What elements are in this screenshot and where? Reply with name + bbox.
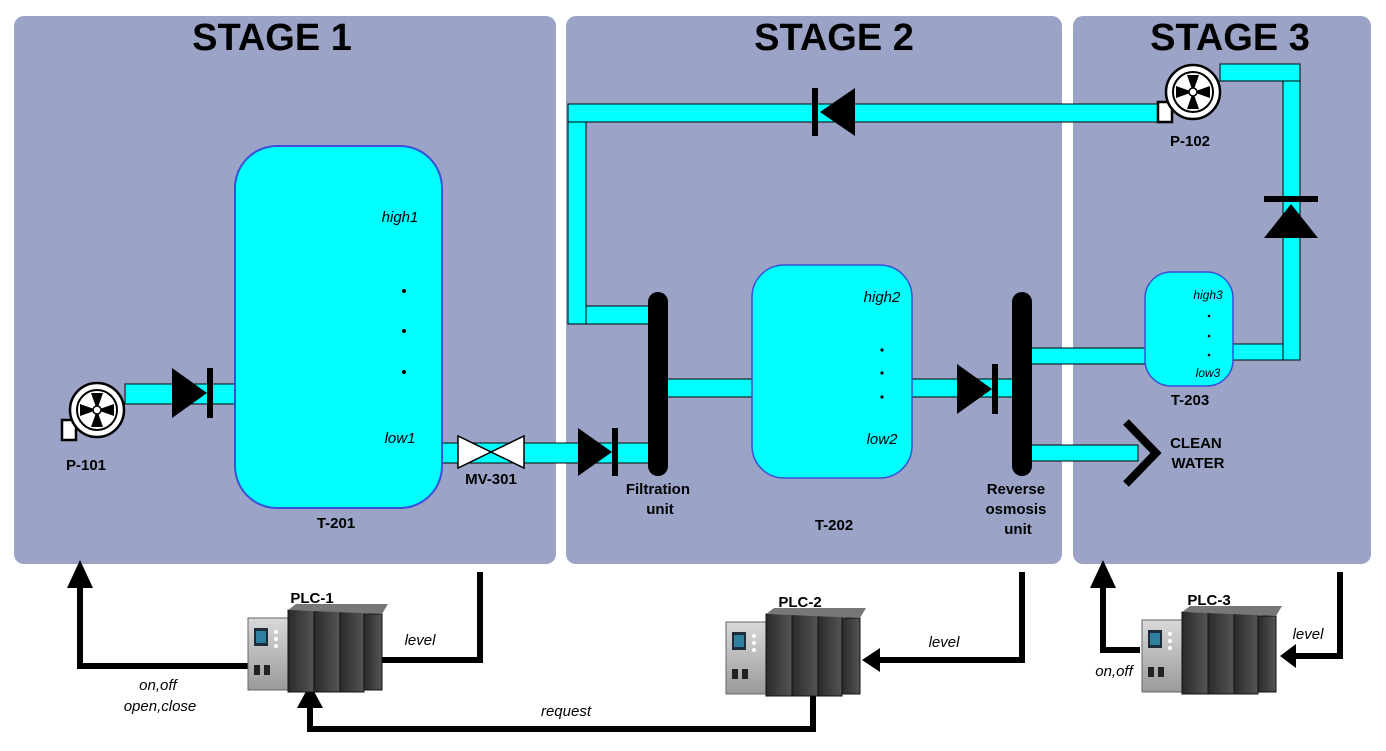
tank-t202-low: low2 [867,431,899,448]
arrow-head-icon [862,648,880,672]
request-signal: request [541,703,592,720]
plc3-icon[interactable] [1141,605,1283,695]
pump-p102-label: P-102 [1170,133,1210,150]
level-dot [880,395,884,399]
tank-t201-high: high1 [382,209,419,226]
arrow-head-icon [297,684,323,708]
clean-water-label: CLEAN WATER [1170,435,1226,472]
reverse-osmosis-unit-label: Reverse osmosis unit [985,481,1050,538]
tank-t202-label: T-202 [815,517,853,534]
tank-t203 [1144,271,1234,387]
plc2-icon[interactable] [725,607,867,697]
tank-t202 [751,264,913,479]
manual-valve-mv301-icon[interactable] [457,434,525,470]
clean-water-arrow-icon [1123,419,1162,487]
arrow-head-icon [1280,644,1296,668]
arrow-head-icon [1090,560,1116,588]
tank-t203-high: high3 [1193,288,1223,302]
level-dot [402,289,406,293]
check-valve-icon [578,428,618,476]
plc1-label: PLC-1 [290,590,333,607]
level-dot [1207,314,1211,318]
level-dot [880,348,884,352]
control-lines [77,572,1343,732]
tank-t202-high: high2 [864,289,901,306]
level-dot [402,370,406,374]
level-dot [402,329,406,333]
tank-t203-label: T-203 [1171,392,1209,409]
pump-p101-label: P-101 [66,457,106,474]
plc2-level-signal: level [929,634,961,651]
level-dot [1207,334,1211,338]
valve-mv301-label: MV-301 [465,471,517,488]
plc2-label: PLC-2 [778,594,821,611]
plc3-label: PLC-3 [1187,592,1230,609]
filtration-unit-label: Filtration unit [626,481,694,518]
reverse-osmosis-unit-bar [1012,292,1032,476]
stage-3-title: STAGE 3 [1150,17,1310,59]
tank-t201 [234,145,443,509]
tank-t201-low: low1 [385,430,416,447]
check-valve-icon [957,364,998,414]
check-valve-icon [1264,196,1318,238]
filtration-unit-bar [648,292,668,476]
check-valve-icon [812,88,855,136]
plc3-output-signal: on,off [1095,663,1134,680]
arrow-head-icon [67,560,93,588]
check-valve-icon [172,368,213,418]
stage-1-title: STAGE 1 [192,17,352,59]
level-dot [1207,353,1211,357]
tank-t203-low: low3 [1196,366,1221,380]
plc1-icon[interactable] [247,603,389,693]
plc3-level-signal: level [1293,626,1325,643]
tank-t201-label: T-201 [317,515,355,532]
plc1-output-signal: on,off open,close [124,677,197,715]
level-dot [880,371,884,375]
stage-2-title: STAGE 2 [754,17,914,59]
plc1-level-signal: level [405,632,437,649]
